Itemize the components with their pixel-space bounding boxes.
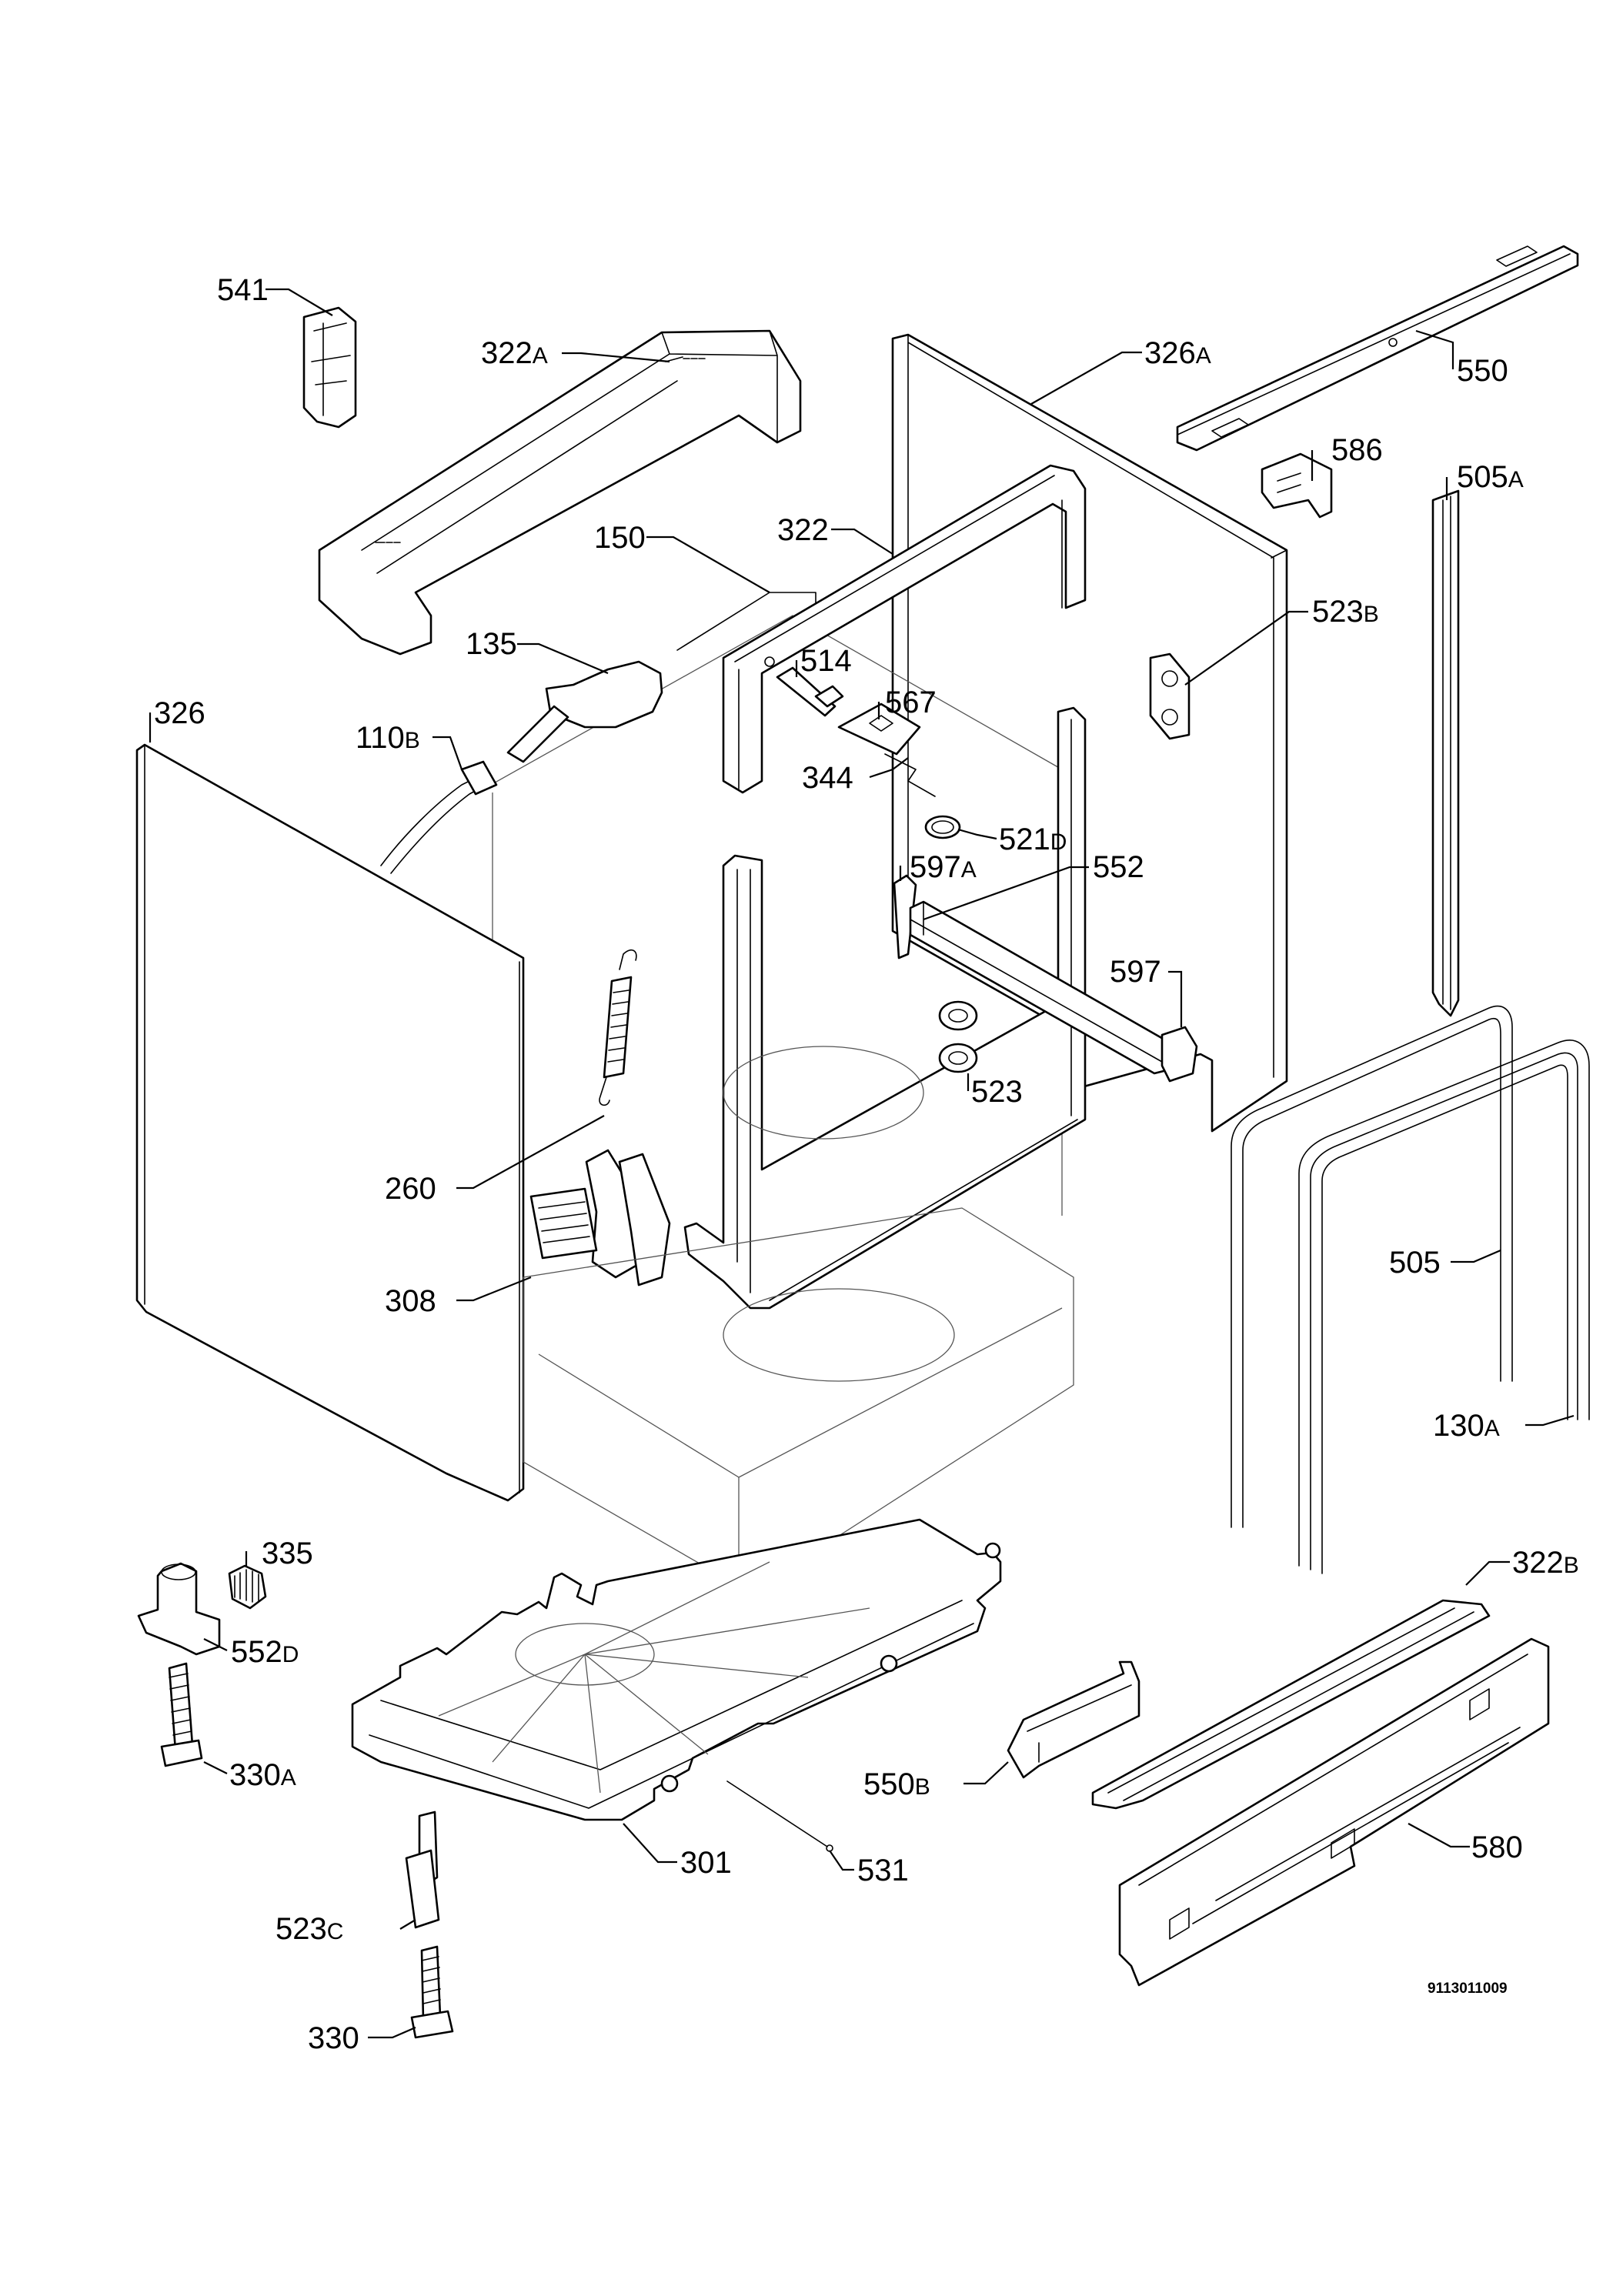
part-523b-grommet [1149, 652, 1191, 740]
label-580: 580 [1471, 1830, 1523, 1864]
label-308: 308 [385, 1284, 436, 1318]
label-505a: 505A [1457, 460, 1524, 494]
label-523c: 523C [276, 1912, 343, 1946]
part-505a-seal-strip [1431, 489, 1460, 1017]
label-523b: 523B [1312, 595, 1379, 629]
label-552d: 552D [231, 1635, 299, 1669]
part-514-pin [776, 666, 844, 717]
part-344-spring-clip [884, 753, 936, 797]
label-322b: 322B [1512, 1546, 1579, 1580]
label-521d: 521D [999, 823, 1067, 856]
part-335-gear [228, 1564, 267, 1610]
part-110b-hose [380, 760, 498, 874]
label-322a: 322A [481, 336, 548, 370]
label-523: 523 [971, 1075, 1023, 1109]
part-330-screw [410, 1945, 454, 2039]
label-326: 326 [154, 696, 205, 730]
part-135-funnel [506, 660, 663, 763]
part-552d-valve [137, 1562, 221, 1656]
part-541-clip [302, 306, 357, 429]
label-597: 597 [1110, 955, 1161, 989]
part-322-top-frame [722, 464, 1087, 794]
part-550-top-bracket [1176, 245, 1579, 452]
label-505: 505 [1389, 1246, 1441, 1280]
part-tub-base [523, 1046, 1074, 1594]
label-541: 541 [217, 273, 269, 307]
part-326-side-panel [135, 743, 525, 1502]
label-567: 567 [885, 686, 937, 719]
label-552: 552 [1093, 850, 1144, 884]
part-597-end-cap [1160, 1026, 1198, 1083]
part-531-wire [726, 1780, 833, 1852]
part-labels: 541 322A 326A 550 586 505A 150 322 523B … [154, 273, 1579, 2055]
label-260: 260 [385, 1172, 436, 1206]
part-322a-top-rail [318, 329, 802, 656]
label-330: 330 [308, 2021, 359, 2055]
part-308-hinge [529, 1149, 671, 1286]
drawing-code: 9113011009 [1428, 1981, 1508, 1997]
label-326a: 326A [1144, 336, 1211, 370]
part-567-clip [837, 702, 921, 756]
part-130a-door-seal [1298, 1040, 1590, 1574]
part-door-inner-frame [683, 706, 1087, 1310]
part-586-bracket [1261, 452, 1333, 519]
label-301: 301 [680, 1846, 732, 1880]
label-514: 514 [800, 644, 852, 678]
part-505-door-seal [1231, 1005, 1513, 1528]
label-586: 586 [1331, 433, 1383, 467]
label-550b: 550B [863, 1767, 930, 1801]
label-110b: 110B [356, 721, 420, 755]
label-150: 150 [594, 521, 646, 555]
label-550: 550 [1457, 354, 1508, 388]
label-344: 344 [802, 761, 853, 795]
label-135: 135 [466, 627, 517, 661]
leader-lines [149, 288, 1575, 2039]
part-301-base-tray [351, 1518, 1002, 1821]
part-521d-ring [924, 815, 961, 839]
part-322b-bottom-rail [1091, 1599, 1491, 1810]
label-330a: 330A [229, 1758, 296, 1792]
part-330a-screw [160, 1662, 203, 1767]
part-260-spring [599, 949, 637, 1106]
part-523c-hinge-bracket [405, 1810, 440, 1929]
label-130a: 130A [1433, 1409, 1500, 1443]
part-523-grommets [938, 1000, 978, 1073]
part-550b-bracket [1007, 1660, 1140, 1779]
label-335: 335 [262, 1537, 313, 1570]
label-531: 531 [857, 1854, 909, 1887]
label-597a: 597A [910, 850, 977, 884]
label-322: 322 [777, 513, 829, 547]
part-580-kick-plate [1118, 1637, 1550, 1987]
